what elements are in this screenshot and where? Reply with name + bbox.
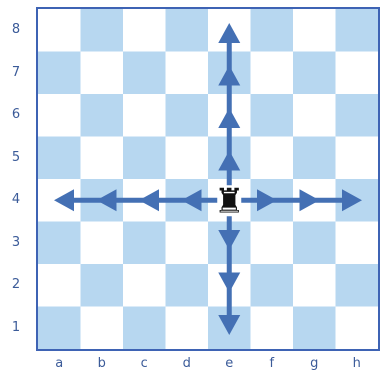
square-d3	[165, 221, 209, 265]
square-a8	[38, 9, 81, 52]
arrowhead-up-1	[218, 23, 241, 43]
square-b2	[80, 264, 124, 307]
rook-icon: ♜	[214, 181, 244, 221]
file-label-h: h	[352, 356, 361, 371]
square-c1	[123, 306, 166, 350]
square-f5	[250, 136, 294, 180]
rank-label-2: 2	[11, 277, 21, 293]
square-a2	[38, 264, 81, 307]
square-h7	[335, 51, 379, 95]
piece-backdrop	[217, 185, 242, 217]
square-g3	[293, 221, 336, 265]
rank-label-4: 4	[11, 192, 21, 208]
square-b5	[80, 136, 124, 180]
square-d7	[165, 51, 209, 95]
square-g1	[293, 306, 336, 350]
square-d5	[165, 136, 209, 180]
arrowhead-left-3	[139, 189, 159, 212]
square-f6	[250, 94, 294, 137]
square-h8	[335, 9, 379, 52]
square-b3	[80, 221, 124, 265]
square-c6	[123, 94, 166, 137]
file-label-f: f	[269, 356, 275, 371]
board-frame	[36, 7, 380, 351]
square-c7	[123, 51, 166, 95]
square-c3	[123, 221, 166, 265]
rank-label-8: 8	[11, 22, 21, 38]
arrowhead-right-1	[342, 189, 362, 212]
arrowhead-up-4	[218, 150, 241, 171]
rank-label-1: 1	[11, 319, 21, 335]
arrowhead-down-1	[218, 315, 241, 335]
rank-label-5: 5	[11, 149, 21, 165]
square-f3	[250, 221, 294, 265]
file-label-a: a	[55, 356, 64, 371]
square-d2	[165, 264, 209, 307]
file-label-b: b	[97, 356, 106, 371]
file-label-g: g	[310, 356, 319, 371]
square-f8	[250, 9, 294, 52]
square-g6	[293, 94, 336, 137]
square-f1	[250, 306, 294, 350]
square-d6	[165, 94, 209, 137]
square-d8	[165, 9, 209, 52]
square-h5	[335, 136, 379, 180]
square-c8	[123, 9, 166, 52]
square-b7	[80, 51, 124, 95]
arrowhead-left-2	[96, 189, 117, 212]
square-a5	[38, 136, 81, 180]
square-b6	[80, 94, 124, 137]
square-d1	[165, 306, 209, 350]
square-g7	[293, 51, 336, 95]
file-label-e: e	[225, 356, 234, 371]
arrowhead-down-2	[218, 272, 241, 293]
square-a3	[38, 221, 81, 265]
arrowhead-right-3	[257, 189, 277, 212]
square-f2	[250, 264, 294, 307]
square-b8	[80, 9, 124, 52]
file-label-d: d	[182, 356, 191, 371]
square-g5	[293, 136, 336, 180]
file-label-c: c	[140, 356, 148, 371]
square-a7	[38, 51, 81, 95]
arrowhead-up-3	[218, 108, 241, 128]
arrowhead-left-1	[54, 189, 74, 212]
rank-label-3: 3	[11, 234, 21, 250]
square-h3	[335, 221, 379, 265]
arrowhead-left-4	[181, 189, 202, 212]
square-f7	[250, 51, 294, 95]
arrowhead-up-2	[218, 65, 241, 86]
square-c2	[123, 264, 166, 307]
arrowhead-right-2	[299, 189, 320, 212]
rank-label-7: 7	[11, 64, 21, 80]
square-h1	[335, 306, 379, 350]
arrowhead-down-3	[218, 230, 241, 250]
rank-label-6: 6	[11, 107, 21, 123]
square-a6	[38, 94, 81, 137]
square-a1	[38, 306, 81, 350]
square-g2	[293, 264, 336, 307]
square-h2	[335, 264, 379, 307]
square-b1	[80, 306, 124, 350]
square-h6	[335, 94, 379, 137]
square-c5	[123, 136, 166, 180]
square-g8	[293, 9, 336, 52]
